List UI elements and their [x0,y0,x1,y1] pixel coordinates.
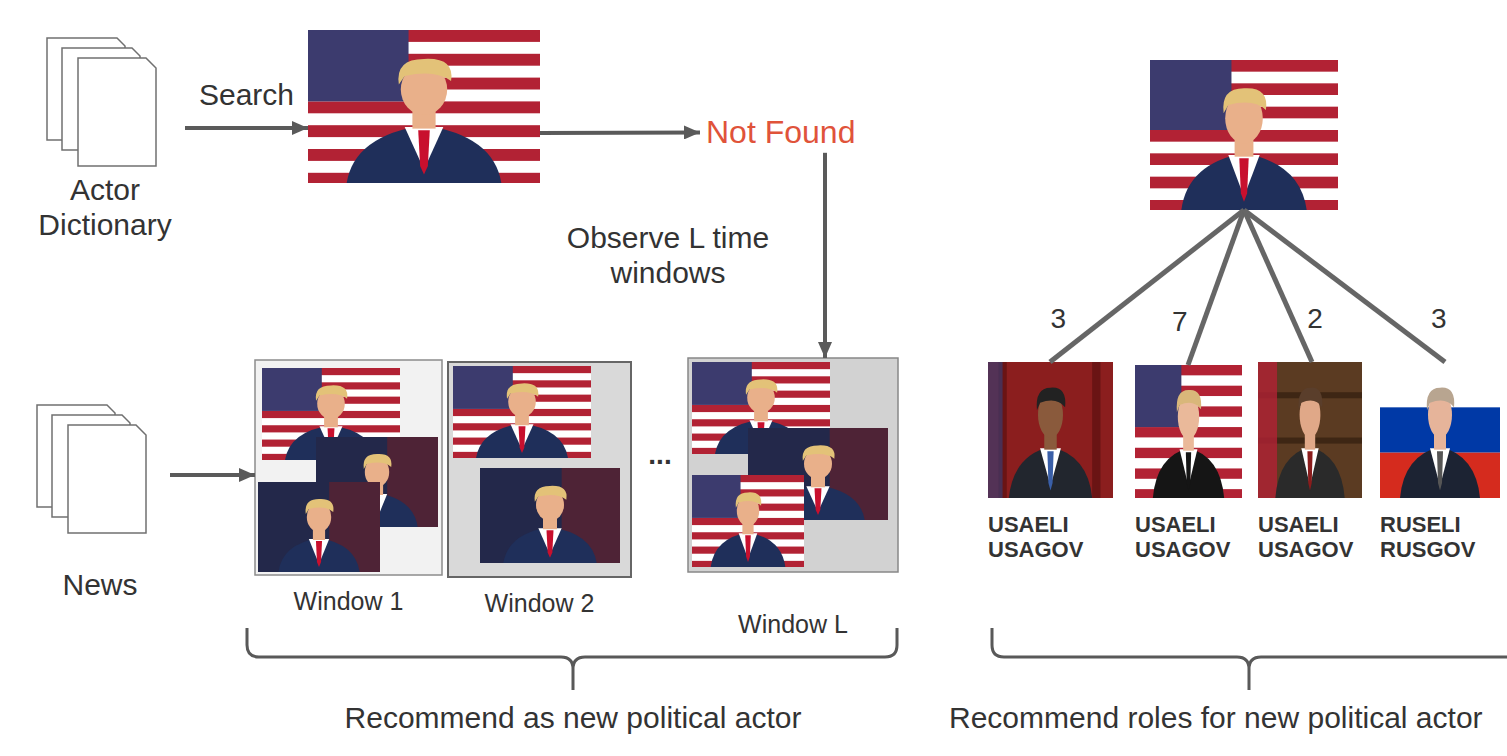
document-page [78,58,156,166]
status-text: Not Found [700,112,861,153]
node-caption: News [30,568,170,603]
node-caption: Actor Dictionary [25,173,185,242]
portrait [1153,390,1224,498]
edge-label: Search [195,78,298,113]
node-caption: Not Found [706,114,855,151]
flow-arrow [185,126,308,130]
weight-number: 3 [1427,303,1451,335]
node-caption: Window L [688,610,898,639]
picture-area [1135,365,1242,498]
picture-area [1150,60,1338,210]
weight-number: 3 [1047,303,1071,335]
window-box: Window 2 [448,362,631,618]
window-frame [688,358,898,572]
portrait [1009,388,1092,498]
photo-ground [988,362,1113,498]
document-page [68,425,146,533]
photo-ground [308,30,540,183]
photo-ground [1150,60,1338,210]
portrait [1400,388,1480,498]
window-box: Window 1 [255,360,442,616]
window-frame [255,360,442,575]
photo-frame [308,30,540,183]
dictionary-stack: Actor Dictionary [25,35,185,242]
flow-arrow [540,130,700,135]
picture-area [1258,362,1362,498]
portrait [278,499,359,572]
weight-line [1244,210,1445,362]
picture-area [25,35,185,173]
picture-area [30,402,170,568]
picture-area [688,358,898,572]
brace [992,628,1507,690]
connector-group [170,128,1445,475]
picture-area [1380,362,1500,498]
weight-number: 2 [1303,303,1327,335]
portrait [711,492,786,567]
picture-area [448,362,631,577]
weight-number: 7 [1168,306,1192,338]
portrait [1275,388,1344,498]
node-caption: USAELI USAGOV [988,512,1113,563]
photo-ground [480,468,620,563]
photo-ground [692,475,804,567]
photo-ground [258,482,380,572]
portrait [503,486,596,563]
picture-area [308,30,540,183]
node-caption: Window 2 [448,589,631,618]
edge-label: Observe L time windows [553,221,783,290]
node-caption: USAELI USAGOV [1258,512,1362,563]
brace-caption: Recommend roles for new political actor [945,701,1487,736]
flow-arrow [823,153,827,358]
node-caption: USAELI USAGOV [1135,512,1242,563]
brace-caption: Recommend as new political actor [341,701,806,736]
role-photo: USAELI USAGOV [1258,362,1362,563]
photo-ground [1380,362,1500,498]
role-photo: USAELI USAGOV [1135,365,1242,563]
photo-ground [453,366,591,458]
ellipsis: ... [644,439,675,471]
role-photo: USAELI USAGOV [988,362,1113,563]
portrait [1181,88,1306,210]
photo-frame [1150,60,1338,210]
window-box: Window L [688,358,898,639]
news-stack: News [30,402,170,603]
weight-line [1188,210,1244,365]
node-caption: RUSELI RUSGOV [1380,512,1500,563]
photo-ground [1135,365,1242,498]
portrait [347,59,502,183]
role-photo: RUSELI RUSGOV [1380,362,1500,563]
picture-area [988,362,1113,498]
flow-arrow [170,473,255,477]
node-caption: Window 1 [255,587,442,616]
photo-ground [1258,362,1362,498]
window-frame [448,362,631,577]
picture-area [255,360,442,575]
portrait [476,383,568,458]
